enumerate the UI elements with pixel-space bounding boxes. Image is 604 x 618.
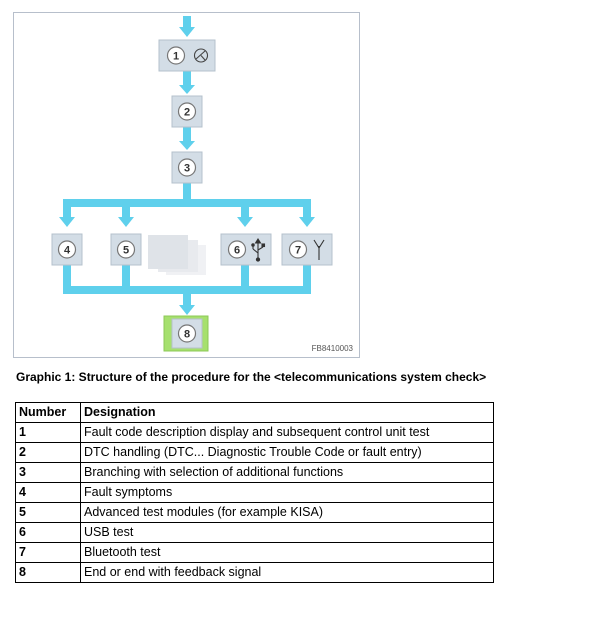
- arrow-to-8: [183, 293, 191, 307]
- merge-from-7: [303, 265, 311, 293]
- row-designation: Branching with selection of additional f…: [80, 462, 494, 483]
- merge-from-6: [241, 265, 249, 293]
- merge-from-4: [63, 265, 71, 293]
- merge-bar: [63, 286, 311, 294]
- usb-icon: [251, 237, 266, 262]
- diagnosis-icon: [193, 48, 209, 63]
- arrow-to-5-head: [118, 217, 134, 227]
- table-header-row: Number Designation: [15, 402, 494, 423]
- svg-text:1: 1: [173, 51, 179, 63]
- svg-text:4: 4: [64, 245, 71, 257]
- entry-arrow-shaft: [183, 16, 191, 28]
- node-2: 2: [171, 95, 203, 128]
- figure-code: FB8410003: [312, 344, 354, 353]
- node-5: 5: [110, 233, 142, 266]
- arrow-to-7: [303, 199, 311, 219]
- arrow-to-4: [63, 199, 71, 219]
- branch-bar: [63, 199, 311, 207]
- node-6: 6: [220, 233, 272, 266]
- row-number: 7: [15, 542, 81, 563]
- row-number: 5: [15, 502, 81, 523]
- node-7: 7: [281, 233, 333, 266]
- row-number: 3: [15, 462, 81, 483]
- svg-text:2: 2: [184, 107, 190, 119]
- arrow-2-3: [183, 127, 191, 143]
- arrow-1-2: [183, 71, 191, 87]
- flow-arrows: [59, 16, 315, 315]
- node-8: 8: [163, 315, 209, 352]
- arrow-1-2-head: [179, 85, 195, 94]
- merge-from-5: [122, 265, 130, 293]
- svg-text:3: 3: [184, 163, 190, 175]
- row-number: 8: [15, 562, 81, 583]
- arrow-to-8-head: [179, 305, 195, 315]
- column-header-number: Number: [15, 402, 81, 423]
- arrow-2-3-head: [179, 141, 195, 150]
- row-designation: Advanced test modules (for example KISA): [80, 502, 494, 523]
- node-1: 1: [158, 39, 216, 72]
- diagram-canvas: 1 2 3 4 5: [51, 16, 354, 353]
- row-number: 2: [15, 442, 81, 463]
- svg-text:8: 8: [184, 329, 190, 341]
- row-number: 1: [15, 422, 81, 443]
- arrow-to-7-head: [299, 217, 315, 227]
- svg-text:6: 6: [234, 245, 240, 257]
- entry-arrow-head: [179, 27, 195, 37]
- arrow-to-6-head: [237, 217, 253, 227]
- row-designation: Fault symptoms: [80, 482, 494, 503]
- figure-caption: Graphic 1: Structure of the procedure fo…: [16, 370, 487, 384]
- column-header-designation: Designation: [80, 402, 494, 423]
- antenna-icon: [313, 239, 325, 260]
- arrow-to-4-head: [59, 217, 75, 227]
- row-number: 4: [15, 482, 81, 503]
- procedure-diagram: 1 2 3 4 5: [13, 12, 360, 358]
- row-designation: Fault code description display and subse…: [80, 422, 494, 443]
- row-designation: Bluetooth test: [80, 542, 494, 563]
- node-4: 4: [51, 233, 83, 266]
- node-3: 3: [171, 151, 203, 184]
- row-designation: DTC handling (DTC... Diagnostic Trouble …: [80, 442, 494, 463]
- svg-text:7: 7: [295, 245, 301, 257]
- arrow-3-branch: [183, 183, 191, 200]
- row-designation: End or end with feedback signal: [80, 562, 494, 583]
- svg-text:5: 5: [123, 245, 129, 257]
- arrow-to-5: [122, 199, 130, 219]
- row-designation: USB test: [80, 522, 494, 543]
- arrow-to-6: [241, 199, 249, 219]
- additional-modules-pages: [148, 235, 206, 275]
- row-number: 6: [15, 522, 81, 543]
